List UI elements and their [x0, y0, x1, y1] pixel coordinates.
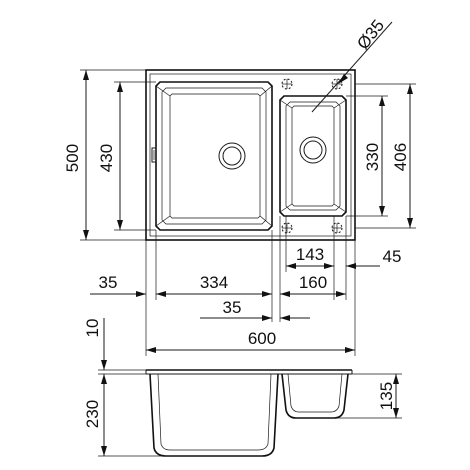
dim-small-bowl-outer-height: 406 — [391, 143, 410, 171]
small-bowl — [279, 95, 347, 217]
dim-small-bowl-outer-width: 160 — [299, 273, 327, 292]
horizontal-dimensions: 143 45 35 334 160 35 600 — [90, 216, 401, 356]
right-dimensions: 330 406 Ø35 — [346, 16, 416, 229]
side-main-bowl — [149, 373, 279, 457]
sink-rim-inner-edge — [149, 73, 352, 237]
dim-small-depth: 135 — [377, 382, 396, 410]
overflow-slot — [151, 147, 157, 163]
left-dimensions: 500 430 — [63, 69, 156, 241]
sink-top-view — [145, 21, 393, 241]
dim-left-margin: 35 — [99, 273, 118, 292]
main-drain-inner — [222, 146, 242, 166]
dim-height-total: 500 — [63, 144, 82, 172]
tap-hole-leader — [311, 21, 393, 113]
dim-small-bowl-inner-height: 330 — [363, 143, 382, 171]
tap-hole-leader-arrow — [338, 74, 348, 84]
dim-tap-hole-diameter: Ø35 — [353, 16, 388, 53]
side-small-bowl — [281, 373, 349, 419]
sink-side-view — [145, 369, 353, 457]
dim-right-margin: 45 — [383, 247, 402, 266]
dim-width-total: 600 — [248, 329, 276, 348]
dim-bowl-gap: 35 — [223, 298, 242, 317]
small-drain-inner — [303, 140, 323, 160]
dim-main-bowl-width: 334 — [200, 273, 228, 292]
sink-outer-rim — [145, 69, 356, 241]
side-dimensions: 10 230 135 — [83, 318, 402, 457]
main-drain-outer — [218, 142, 246, 170]
dim-rim-thickness: 10 — [83, 319, 102, 338]
dim-main-depth: 230 — [83, 400, 102, 428]
dim-small-bowl-inner-width: 143 — [296, 245, 324, 264]
dim-main-bowl-height: 430 — [97, 144, 116, 172]
main-bowl — [155, 81, 273, 231]
small-drain-outer — [299, 136, 327, 164]
